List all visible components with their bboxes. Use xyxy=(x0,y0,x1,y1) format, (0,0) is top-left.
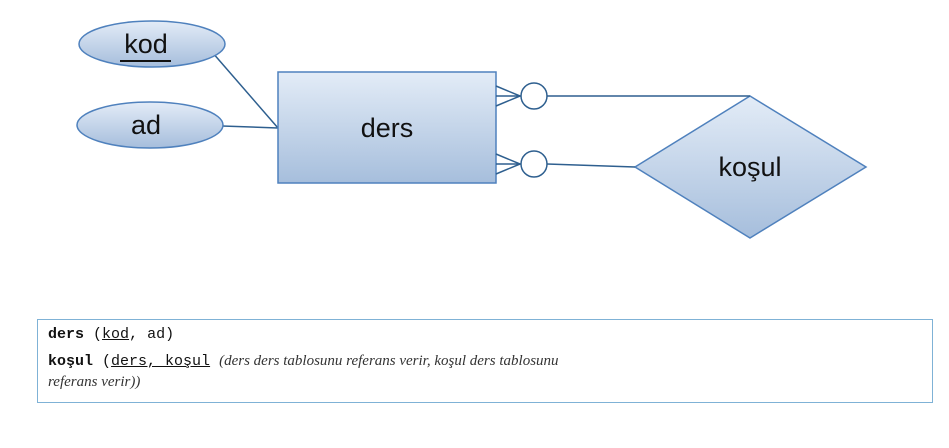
crows-foot-zero-many-marker-lower xyxy=(495,150,548,178)
entity-ders-box xyxy=(277,71,497,184)
attribute-ad-ellipse xyxy=(76,101,224,149)
relationship-kosul-label: koşul xyxy=(718,152,781,182)
primary-key-ders-kosul: ders, koşul xyxy=(111,353,211,370)
schema-row-ders: ders (kod, ad) xyxy=(48,325,922,345)
kod-entity-connector xyxy=(211,51,279,129)
relationship-line-lower xyxy=(546,163,636,168)
table-name-kosul: koşul xyxy=(48,353,94,370)
relationship-kosul-diamond xyxy=(633,95,868,239)
er-diagram: ders kod ad koşul xyxy=(76,20,868,239)
relational-schema-box: ders (kod, ad) koşul (ders, koşul (ders … xyxy=(37,319,933,403)
attribute-kod-ellipse xyxy=(78,20,226,68)
table-name-ders: ders xyxy=(48,326,85,343)
attribute-kod-label: kod xyxy=(124,29,168,59)
schema-remaining-columns: , ad) xyxy=(129,326,175,343)
foreign-key-note-continued: referans verir)) xyxy=(48,374,141,390)
crows-foot-zero-many-marker-upper xyxy=(495,82,548,110)
schema-row-kosul: koşul (ders, koşul (ders ders tablosunu … xyxy=(48,351,922,372)
schema-open-paren: ( xyxy=(93,326,103,343)
entity-ders-label: ders xyxy=(361,113,414,143)
foreign-key-note: (ders ders tablosunu referans verir, koş… xyxy=(219,353,559,369)
schema-open-paren: ( xyxy=(102,353,112,370)
attribute-ad-label: ad xyxy=(131,110,161,140)
primary-key-kod: kod xyxy=(102,326,130,343)
schema-row-kosul-continuation: referans verir)) xyxy=(48,372,922,393)
ad-entity-connector xyxy=(221,125,279,129)
